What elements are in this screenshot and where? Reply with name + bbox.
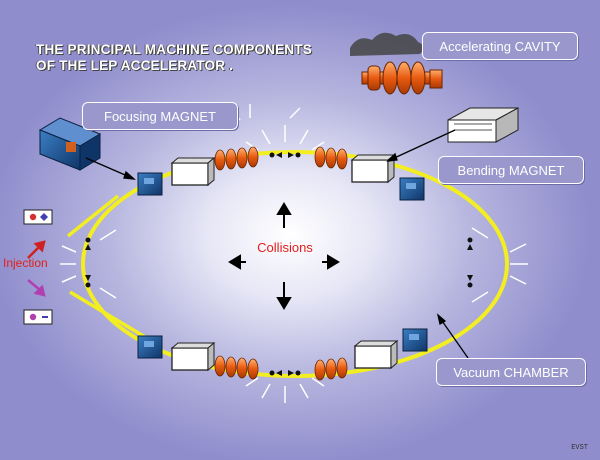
- injection-source-icon: [23, 309, 53, 325]
- injection-label: Injection: [3, 256, 48, 270]
- collision-flash-right: [471, 227, 528, 303]
- focusing-magnet-large-icon: [38, 117, 102, 171]
- collision-flash-bottom: [245, 377, 325, 403]
- cavity-icon: [314, 146, 348, 170]
- injection-line-upper: [66, 194, 120, 238]
- bending-magnet-label: Bending MAGNET: [438, 156, 584, 184]
- injection-arrow: [27, 279, 46, 297]
- detector-symbol: [467, 237, 473, 288]
- focusing-magnet-icon: [399, 177, 425, 201]
- cavity-icon: [214, 355, 259, 380]
- collisions-label: Collisions: [257, 240, 313, 255]
- cavity-icon: [314, 357, 348, 381]
- bending-magnet-icon: [170, 156, 216, 187]
- collision-flash-focusing-label: [231, 104, 301, 121]
- bending-magnet-icon: [350, 153, 396, 184]
- detector-symbol: [269, 152, 301, 158]
- detector-symbol: [85, 237, 91, 288]
- detector-symbol: [269, 370, 301, 376]
- title-line-1: THE PRINCIPAL MACHINE COMPONENTS: [36, 42, 312, 57]
- corner-code: EVST: [571, 444, 588, 452]
- title-line-2: OF THE LEP ACCELERATOR .: [36, 58, 234, 73]
- bending-magnet-large-icon: [447, 107, 519, 143]
- bending-magnet-icon: [353, 339, 399, 370]
- bending-magnet-icon: [170, 341, 216, 372]
- focusing-magnet-icon: [402, 328, 428, 352]
- vacuum-chamber-label: Vacuum CHAMBER: [436, 358, 586, 386]
- pointer-arrow: [436, 313, 469, 359]
- focusing-magnet-icon: [137, 335, 163, 359]
- focusing-magnet-label: Focusing MAGNET: [82, 102, 238, 130]
- accelerator-ring: [81, 150, 509, 378]
- injection-line-lower: [69, 290, 151, 342]
- accelerating-cavity-icon: [350, 32, 443, 95]
- collision-flash-top: [245, 125, 325, 151]
- injection-source-icon: [23, 209, 53, 225]
- collision-flash-left: [60, 229, 117, 299]
- focusing-magnet-icon: [137, 172, 163, 196]
- diagram-title: THE PRINCIPAL MACHINE COMPONENTS OF THE …: [36, 42, 312, 74]
- accelerating-cavity-label: Accelerating CAVITY: [422, 32, 578, 60]
- pointer-arrow: [386, 129, 456, 162]
- cavity-icon: [214, 146, 259, 171]
- collision-arrows: [228, 202, 340, 310]
- pointer-arrow: [85, 157, 136, 180]
- injection-arrow: [27, 240, 46, 259]
